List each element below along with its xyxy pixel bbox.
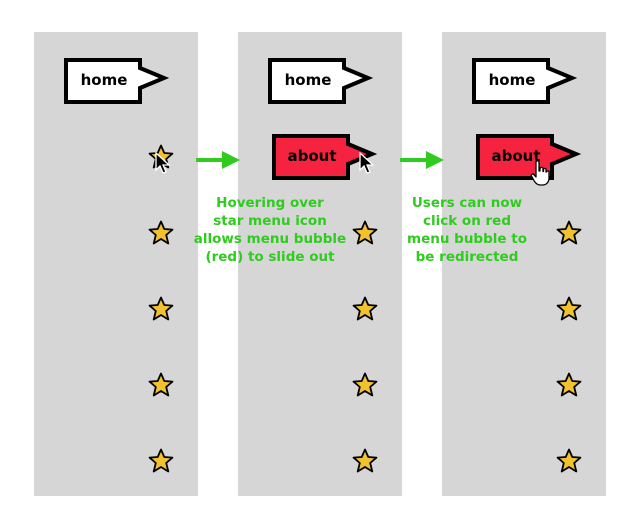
home-menu-label: home <box>80 71 128 89</box>
home-menu-label: home <box>488 71 536 89</box>
arrow-cursor-icon <box>155 152 171 174</box>
right-arrow-icon <box>196 151 240 169</box>
home-menu-bubble[interactable]: home <box>268 58 378 106</box>
star-icon[interactable] <box>148 296 174 322</box>
star-icon[interactable] <box>352 448 378 474</box>
about-menu-bubble[interactable]: about <box>272 134 382 182</box>
star-icon[interactable] <box>352 296 378 322</box>
star-icon[interactable] <box>148 448 174 474</box>
click-step-caption: Users can now click on red menu bubble t… <box>407 195 527 265</box>
about-menu-label: about <box>491 147 541 165</box>
star-icon[interactable] <box>352 220 378 246</box>
star-icon[interactable] <box>148 220 174 246</box>
bubble-shape-icon <box>476 134 582 180</box>
hand-cursor-icon <box>530 160 550 186</box>
right-arrow-icon <box>400 151 444 169</box>
star-icon[interactable] <box>148 372 174 398</box>
arrow-cursor-icon <box>359 152 375 174</box>
about-menu-bubble[interactable]: about <box>476 134 586 182</box>
star-icon[interactable] <box>352 372 378 398</box>
star-icon[interactable] <box>556 372 582 398</box>
star-icon[interactable] <box>556 220 582 246</box>
bubble-shape-icon <box>268 58 374 104</box>
bubble-shape-icon <box>472 58 578 104</box>
bubble-shape-icon <box>64 58 170 104</box>
home-menu-bubble[interactable]: home <box>472 58 582 106</box>
about-menu-label: about <box>287 147 337 165</box>
hover-step-caption: Hovering over star menu icon allows menu… <box>193 195 347 265</box>
state-panel-initial: home <box>34 32 198 496</box>
home-menu-bubble[interactable]: home <box>64 58 174 106</box>
star-icon[interactable] <box>556 296 582 322</box>
state-panel-click: home about <box>442 32 606 496</box>
state-panel-hover: home about <box>238 32 402 496</box>
star-icon[interactable] <box>556 448 582 474</box>
home-menu-label: home <box>284 71 332 89</box>
